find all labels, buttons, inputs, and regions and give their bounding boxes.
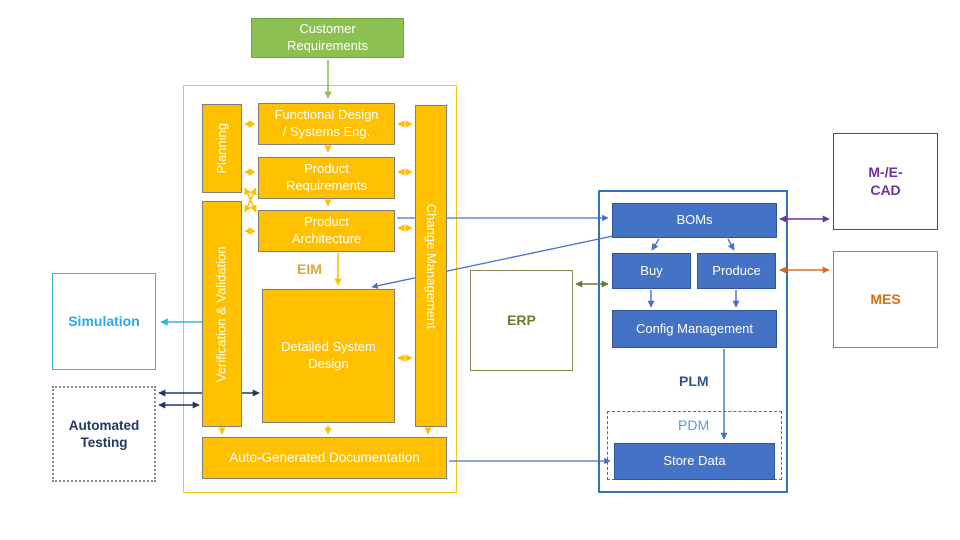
simulation-label: Simulation bbox=[68, 312, 140, 329]
change-management-label: Change Management bbox=[424, 203, 440, 329]
engineering-container bbox=[183, 85, 457, 493]
product-requirements-label: Product Requirements bbox=[286, 161, 367, 193]
arrow-cross-vv-requirements bbox=[244, 187, 257, 213]
arrow-boms-to-buy bbox=[651, 238, 660, 251]
boms-box: BOMs bbox=[612, 203, 777, 238]
automated-testing-box: Automated Testing bbox=[52, 386, 156, 482]
mecad-label: M-/E- CAD bbox=[868, 163, 903, 198]
buy-label: Buy bbox=[640, 262, 663, 278]
product-architecture-box: Product Architecture bbox=[258, 210, 395, 252]
detailed-system-design-label: Detailed System Design bbox=[281, 339, 376, 371]
simulation-box: Simulation bbox=[52, 273, 156, 370]
config-management-label: Config Management bbox=[635, 320, 754, 336]
boms-label: BOMs bbox=[676, 212, 713, 228]
auto-generated-documentation-box: Auto-Generated Documentation bbox=[202, 437, 447, 479]
change-management-box: Change Management bbox=[415, 105, 447, 427]
buy-box: Buy bbox=[612, 253, 691, 289]
verification-validation-label: Verification & Validation bbox=[213, 246, 229, 382]
mes-label: MES bbox=[870, 290, 901, 307]
automated-testing-label: Automated Testing bbox=[68, 417, 140, 450]
functional-design-box: Functional Design / Systems Eng. bbox=[258, 103, 395, 145]
eim-label: EIM bbox=[297, 261, 322, 277]
customer-requirements-box: Customer Requirements bbox=[251, 18, 404, 58]
config-management-box: Config Management bbox=[612, 310, 777, 348]
mes-box: MES bbox=[833, 251, 938, 348]
produce-box: Produce bbox=[697, 253, 776, 289]
plm-label: PLM bbox=[679, 373, 709, 389]
store-data-label: Store Data bbox=[663, 453, 726, 469]
erp-label: ERP bbox=[507, 311, 536, 328]
arrow-boms-to-produce bbox=[727, 238, 735, 251]
product-architecture-label: Product Architecture bbox=[291, 214, 362, 246]
produce-label: Produce bbox=[712, 262, 761, 278]
detailed-system-design-box: Detailed System Design bbox=[262, 289, 395, 423]
store-data-box: Store Data bbox=[614, 443, 775, 480]
plm-container bbox=[598, 190, 788, 493]
mecad-box: M-/E- CAD bbox=[833, 133, 938, 230]
planning-box: Planning bbox=[202, 104, 242, 193]
verification-validation-box: Verification & Validation bbox=[202, 201, 242, 427]
auto-generated-documentation-label: Auto-Generated Documentation bbox=[229, 450, 420, 466]
planning-label: Planning bbox=[213, 123, 229, 174]
customer-requirements-label: Customer Requirements bbox=[287, 21, 368, 53]
arrow-boms-to-design bbox=[371, 235, 614, 289]
erp-box: ERP bbox=[470, 270, 573, 371]
pdm-label: PDM bbox=[678, 417, 710, 433]
functional-design-label: Functional Design / Systems Eng. bbox=[274, 107, 379, 139]
product-requirements-box: Product Requirements bbox=[258, 157, 395, 199]
